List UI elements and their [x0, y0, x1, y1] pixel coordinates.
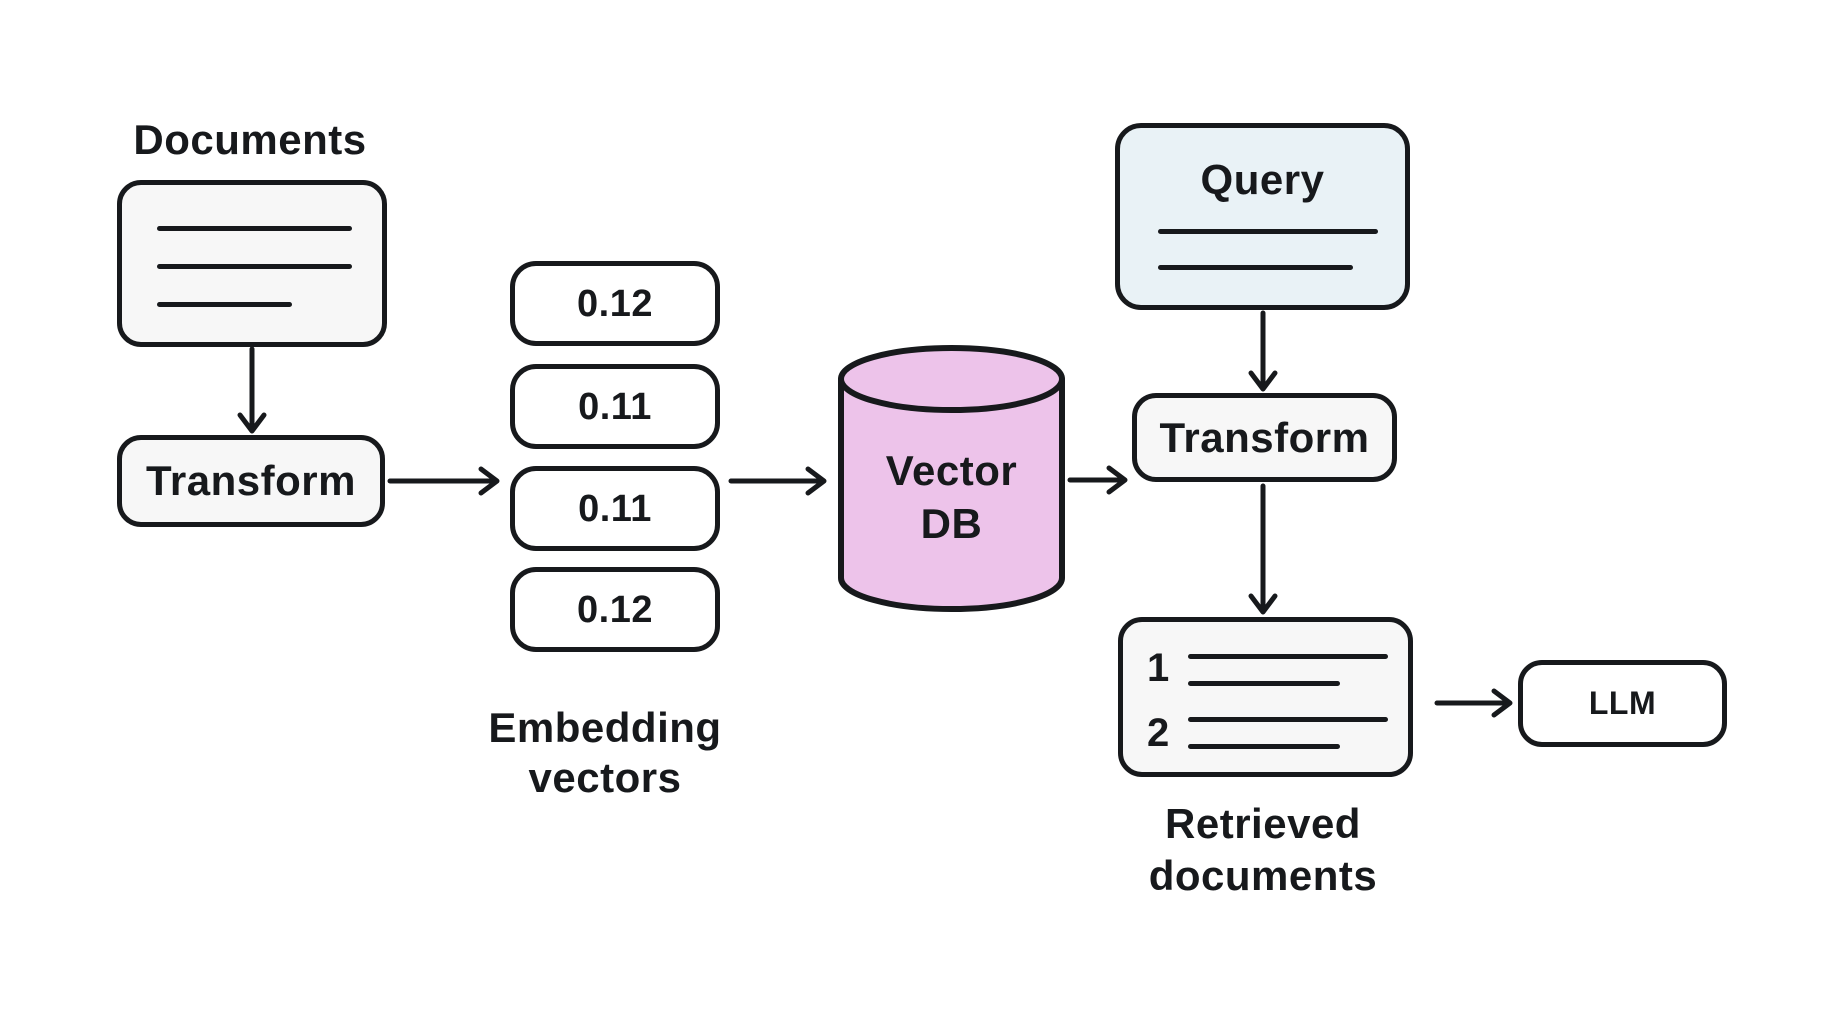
query-text-line	[1158, 265, 1353, 270]
retrieved-text-line	[1188, 744, 1340, 749]
retrieved-text-line	[1188, 681, 1340, 686]
document-text-line	[157, 302, 292, 307]
retrieved-caption-line1: Retrieved	[1165, 800, 1361, 847]
arrow-transform-to-vectors	[387, 466, 500, 496]
documents-title: Documents	[100, 115, 400, 165]
llm-label: LLM	[1588, 685, 1657, 721]
transform-right-label: Transform	[1159, 413, 1370, 461]
embedding-value: 0.11	[578, 487, 652, 530]
embedding-value: 0.12	[577, 282, 653, 325]
documents-title-text: Documents	[133, 116, 367, 163]
documents-box	[117, 180, 387, 347]
query-label: Query	[1115, 156, 1410, 204]
retrieved-text-line	[1188, 717, 1388, 722]
arrow-retrieved-to-llm	[1434, 688, 1513, 718]
retrieved-caption: Retrieved documents	[1063, 798, 1463, 902]
retrieved-documents-box: 1 2	[1118, 617, 1413, 777]
retrieved-item-number: 1	[1147, 646, 1170, 690]
embedding-value-box: 0.11	[510, 466, 720, 551]
query-box	[1115, 123, 1410, 310]
arrow-vectordb-to-transform	[1067, 465, 1128, 495]
retrieved-caption-line2: documents	[1148, 852, 1378, 899]
embedding-value: 0.11	[578, 385, 652, 428]
vector-db-label-line1: Vector	[885, 447, 1018, 494]
transform-right-box: Transform	[1132, 393, 1397, 482]
retrieved-item-number: 2	[1147, 711, 1170, 755]
document-text-line	[157, 226, 352, 231]
embedding-value-box: 0.11	[510, 364, 720, 449]
vector-db-label-line2: DB	[920, 500, 983, 547]
transform-left-box: Transform	[117, 435, 385, 527]
arrow-vectors-to-vectordb	[728, 466, 827, 496]
embedding-value-box: 0.12	[510, 261, 720, 346]
embedding-caption-line2: vectors	[528, 754, 682, 801]
vector-db-label: Vector DB	[838, 444, 1065, 550]
retrieved-text-line	[1188, 654, 1388, 659]
query-label-text: Query	[1200, 156, 1325, 203]
embedding-caption-line1: Embedding	[488, 704, 722, 751]
llm-box: LLM	[1518, 660, 1727, 747]
arrow-query-to-transform	[1248, 310, 1278, 392]
embedding-caption: Embedding vectors	[455, 703, 755, 803]
query-text-line	[1158, 229, 1378, 234]
embedding-value-box: 0.12	[510, 567, 720, 652]
arrow-documents-to-transform	[237, 346, 267, 434]
arrow-transform-to-retrieved	[1248, 483, 1278, 615]
document-text-line	[157, 264, 352, 269]
transform-left-label: Transform	[146, 457, 356, 504]
embedding-value: 0.12	[577, 588, 653, 631]
